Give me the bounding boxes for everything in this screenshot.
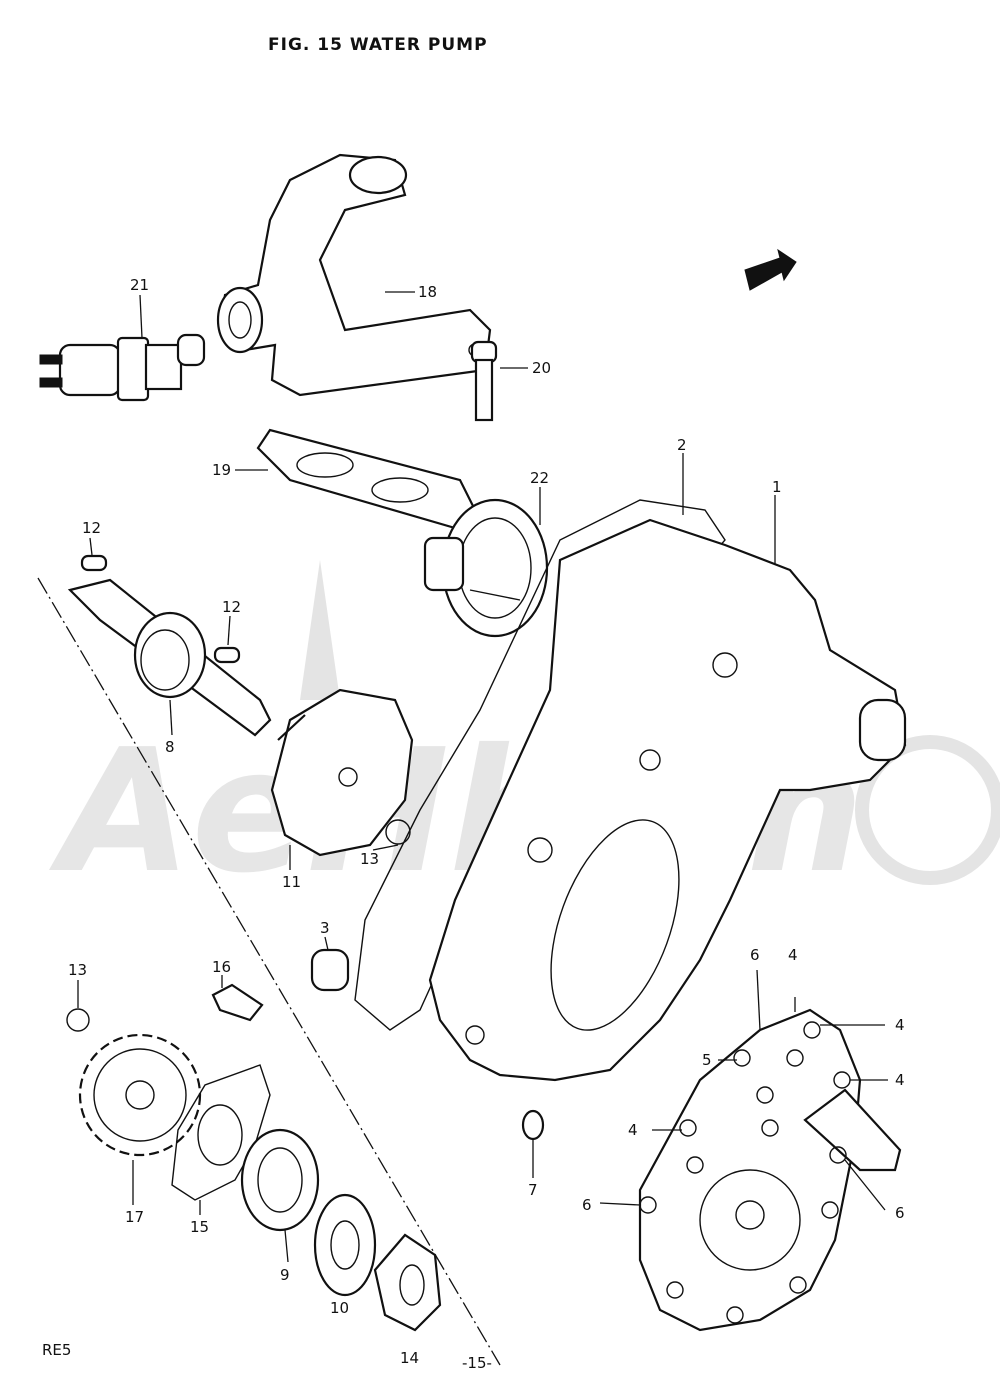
callout-19: 19 — [212, 461, 231, 479]
callout-4-right-upper: 4 — [895, 1016, 905, 1034]
callout-3: 3 — [320, 919, 330, 937]
callout-12-upper: 12 — [82, 519, 101, 537]
part-11-impeller — [270, 688, 414, 857]
callout-9: 9 — [280, 1266, 290, 1284]
callout-8: 8 — [165, 738, 175, 756]
part-10-oil-seal — [313, 1193, 377, 1297]
callout-4-top: 4 — [788, 946, 798, 964]
part-12-key-upper — [80, 554, 108, 572]
callout-20: 20 — [532, 359, 551, 377]
callout-2: 2 — [677, 436, 687, 454]
part-21-thermo-switch — [39, 333, 206, 402]
callout-21: 21 — [130, 276, 149, 294]
part-20-bolt — [470, 340, 498, 422]
front-direction-arrow-icon — [744, 248, 797, 291]
part-18-thermostat-cap — [216, 153, 492, 397]
part-9-bearing — [240, 1128, 320, 1232]
callout-6-left: 6 — [582, 1196, 592, 1214]
callout-16: 16 — [212, 958, 231, 976]
watermark-wheel-icon — [855, 735, 1000, 885]
figure-title: FIG. 15 WATER PUMP — [268, 35, 488, 55]
callout-1: 1 — [772, 478, 782, 496]
lower-pump-housing — [638, 1008, 902, 1332]
callout-10: 10 — [330, 1299, 349, 1317]
reference-axis-line — [37, 577, 501, 1366]
footer-code: RE5 — [42, 1341, 71, 1359]
part-13-circlip-lower — [66, 1008, 90, 1032]
callout-4-right-lower: 4 — [895, 1071, 905, 1089]
callout-5: 5 — [702, 1051, 712, 1069]
watermark-spire-icon — [300, 560, 340, 700]
callout-22: 22 — [530, 469, 549, 487]
part-13-circlip-upper — [385, 819, 411, 845]
leader-lines — [77, 291, 888, 1263]
footer-page-number: -15- — [462, 1354, 492, 1372]
part-1-water-pump-cover — [428, 518, 907, 1082]
part-3-dowel-pin — [310, 948, 350, 992]
callout-4-left: 4 — [628, 1121, 638, 1139]
callout-7: 7 — [528, 1181, 538, 1199]
callout-18: 18 — [418, 283, 437, 301]
callout-17: 17 — [125, 1208, 144, 1226]
part-19-gasket — [256, 428, 482, 530]
callout-15: 15 — [190, 1218, 209, 1236]
part-14-mechanical-seal — [373, 1233, 442, 1332]
part-8-pump-shaft — [67, 578, 272, 737]
callout-12-lower: 12 — [222, 598, 241, 616]
part-22-thermostat — [423, 498, 549, 638]
part-12-key-lower — [213, 646, 241, 664]
part-7-seal — [521, 1109, 545, 1141]
part-17-pump-gear — [78, 1033, 202, 1157]
callout-13-upper: 13 — [360, 850, 379, 868]
callout-numbers: 18 20 19 21 22 2 1 12 12 8 11 13 3 13 16… — [68, 276, 905, 1367]
callout-6-top: 6 — [750, 946, 760, 964]
callout-11: 11 — [282, 873, 301, 891]
callout-14: 14 — [400, 1349, 419, 1367]
part-16-screw — [211, 983, 264, 1022]
callout-6-right: 6 — [895, 1204, 905, 1222]
callout-13-lower: 13 — [68, 961, 87, 979]
